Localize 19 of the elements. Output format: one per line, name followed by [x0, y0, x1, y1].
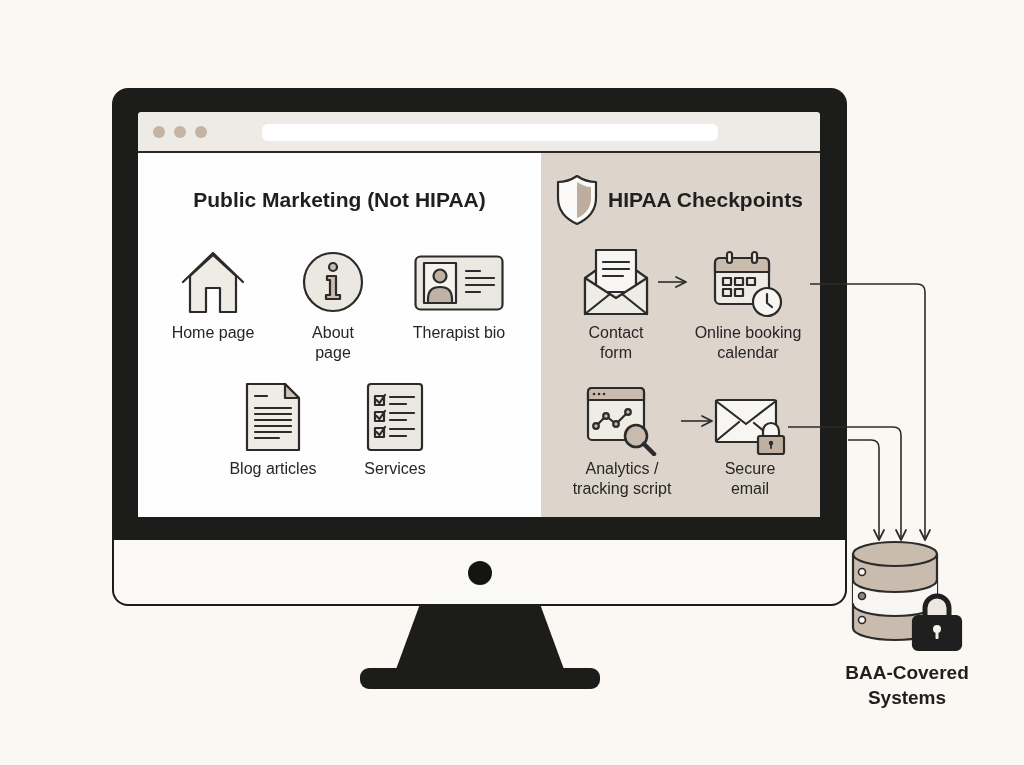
item-label: Online booking calendar	[693, 323, 803, 363]
item-label: Services	[364, 459, 426, 479]
connector-arrow	[809, 283, 931, 541]
item-label: Secure email	[723, 459, 777, 499]
panel-heading: Public Marketing (Not HIPAA)	[193, 187, 486, 213]
item-label: Blog articles	[229, 459, 317, 479]
connector-arrow	[680, 415, 713, 427]
item-label: Home page	[171, 323, 255, 343]
connector-arrow	[847, 439, 885, 541]
connector-arrow	[657, 276, 687, 288]
item-label: Therapist bio	[412, 323, 506, 343]
panel	[138, 153, 541, 517]
system-label: BAA-Covered Systems	[844, 661, 970, 710]
item-label: Contact form	[587, 323, 645, 363]
connector-arrow	[787, 426, 907, 541]
panel	[541, 153, 820, 517]
item-label: About page	[311, 323, 355, 363]
panel-heading: HIPAA Checkpoints	[608, 187, 803, 213]
item-label: Analytics / tracking script	[571, 459, 673, 499]
